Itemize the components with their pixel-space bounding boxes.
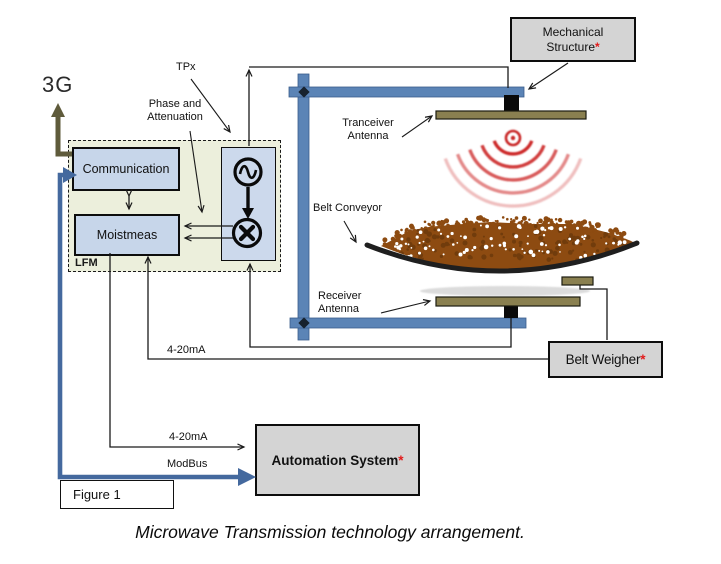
material-heap bbox=[381, 222, 637, 271]
figure-label-box: Figure 1 bbox=[60, 480, 174, 509]
phase-attenuation-label: Phase and Attenuation bbox=[147, 98, 203, 123]
belt-weigher-label: Belt Weigher bbox=[565, 352, 641, 367]
joint-top-icon bbox=[298, 86, 310, 98]
mechanical-structure-asterisk: * bbox=[595, 39, 600, 54]
signal-generator-unit-box bbox=[221, 147, 276, 261]
arrow-receiver-label bbox=[380, 301, 430, 314]
joint-bottom-icon bbox=[298, 317, 310, 329]
wire-receiver-to-mixer bbox=[250, 264, 512, 348]
antennas bbox=[435, 95, 594, 318]
mechanical-structure-box: Mechanical Structure* bbox=[510, 17, 636, 62]
ma-moistmeas-label: 4-20mA bbox=[167, 344, 206, 356]
automation-system-asterisk: * bbox=[398, 452, 404, 468]
g3-label: 3G bbox=[42, 72, 74, 97]
communication-box: Communication bbox=[72, 147, 180, 191]
tpx-label: TPx bbox=[176, 61, 196, 73]
mechanical-structure-label: Mechanical Structure bbox=[542, 24, 604, 54]
wire-tpx-to-antenna bbox=[249, 66, 509, 88]
lfm-label: LFM bbox=[75, 257, 98, 269]
modbus-arrowhead-automation-icon bbox=[238, 468, 256, 486]
arrow-mechanical-label bbox=[529, 62, 569, 89]
belt-conveyor-graphic bbox=[364, 215, 640, 296]
caption: Microwave Transmission technology arrang… bbox=[135, 522, 525, 542]
structure-receiver-arm bbox=[289, 317, 527, 329]
ma-automation-label: 4-20mA bbox=[169, 431, 208, 443]
wire-sensor-to-weigher bbox=[579, 285, 608, 340]
communication-label: Communication bbox=[82, 162, 170, 176]
structure-mast bbox=[297, 73, 310, 341]
belt-weigher-sensor bbox=[561, 276, 594, 286]
modbus-label: ModBus bbox=[167, 458, 208, 470]
arrow-tranceiver-label bbox=[401, 116, 432, 138]
automation-system-box: Automation System* bbox=[255, 424, 420, 496]
moistmeas-box: Moistmeas bbox=[74, 214, 180, 256]
belt-weigher-box: Belt Weigher* bbox=[548, 341, 663, 378]
belt-conveyor-label: Belt Conveyor bbox=[313, 202, 383, 214]
receiver-antenna-label: Receiver Antenna bbox=[318, 290, 362, 315]
belt-curve bbox=[364, 240, 640, 274]
tranceiver-antenna-label: Tranceiver Antenna bbox=[342, 117, 394, 142]
receiver-antenna-bar bbox=[435, 296, 581, 307]
receiver-mount bbox=[504, 305, 518, 318]
arrow-beltconveyor-label bbox=[343, 220, 356, 242]
automation-system-label: Automation System bbox=[271, 452, 399, 468]
microwave-beam-icon bbox=[443, 129, 583, 208]
g3-arrowhead-icon bbox=[51, 103, 65, 117]
moistmeas-label: Moistmeas bbox=[96, 228, 158, 242]
structure-top-arm bbox=[288, 86, 525, 98]
transmit-mount bbox=[504, 95, 519, 112]
figure-label: Figure 1 bbox=[73, 487, 121, 502]
belt-weigher-asterisk: * bbox=[640, 352, 646, 367]
transmit-antenna-bar bbox=[435, 110, 587, 120]
